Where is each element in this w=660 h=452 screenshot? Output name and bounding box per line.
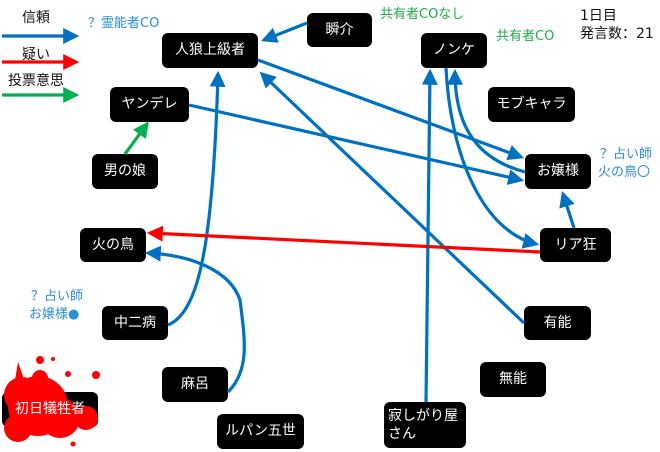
edge-arrow-2 — [188, 103, 525, 185]
edge-arrow-1 — [257, 58, 525, 161]
node-nonke[interactable]: ノンケ — [421, 33, 487, 68]
edge-arrow-8 — [444, 67, 540, 249]
annotation-jinro: ？霊能者CO — [88, 16, 160, 31]
node-shunsuke[interactable]: 瞬介 — [307, 13, 372, 47]
node-maro[interactable]: 麻呂 — [162, 367, 228, 402]
legend-doubt-label: 疑い — [22, 47, 50, 63]
node-victim[interactable]: 初日犠牲者 — [15, 401, 85, 418]
annotation-shunsuke: 共有者COなし — [380, 7, 465, 22]
edge-arrow-11 — [123, 121, 149, 155]
edge-arrow-4 — [167, 70, 226, 327]
annotation-ojousama-2: 火の鳥〇 — [598, 165, 651, 180]
edge-arrow-10 — [146, 225, 541, 254]
annotation-hinotori-2: お嬢様● — [29, 307, 80, 322]
blood-splatter-icon — [4, 356, 100, 447]
node-chuni[interactable]: 中二病 — [102, 306, 168, 340]
node-muno[interactable]: 無能 — [480, 362, 546, 397]
node-jinro[interactable]: 人狼上級者 — [162, 33, 258, 68]
edge-arrow-6 — [421, 68, 438, 403]
node-otokonoko[interactable]: 男の娘 — [92, 154, 158, 189]
post-count: 発言数：21 — [580, 26, 654, 42]
node-yandere[interactable]: ヤンデレ — [110, 87, 189, 122]
legend-trust-label: 信頼 — [22, 10, 50, 26]
node-yuno[interactable]: 有能 — [524, 306, 591, 340]
annotation-nonke: 共有者CO — [496, 29, 555, 44]
edge-arrow-9 — [559, 190, 576, 229]
annotation-ojousama-1: ？占い師 — [600, 147, 653, 162]
annotation-hinotori-1: ？占い師 — [31, 289, 84, 304]
edge-arrow-7 — [447, 68, 526, 174]
day-label: 1日目 — [580, 8, 617, 24]
edge-arrow-0 — [261, 21, 308, 43]
node-lupin[interactable]: ルパン五世 — [217, 414, 304, 449]
node-riakyo[interactable]: リア狂 — [540, 228, 611, 262]
node-sabishi[interactable]: 寂しがり屋さん — [384, 402, 466, 448]
legend-vote-label: 投票意思 — [8, 73, 64, 89]
edge-arrow-3 — [259, 71, 526, 325]
node-hinotori[interactable]: 火の鳥 — [80, 228, 146, 262]
node-ojousama[interactable]: お嬢様 — [525, 154, 591, 189]
node-mob[interactable]: モブキャラ — [488, 87, 575, 122]
edge-arrow-5 — [144, 245, 246, 394]
